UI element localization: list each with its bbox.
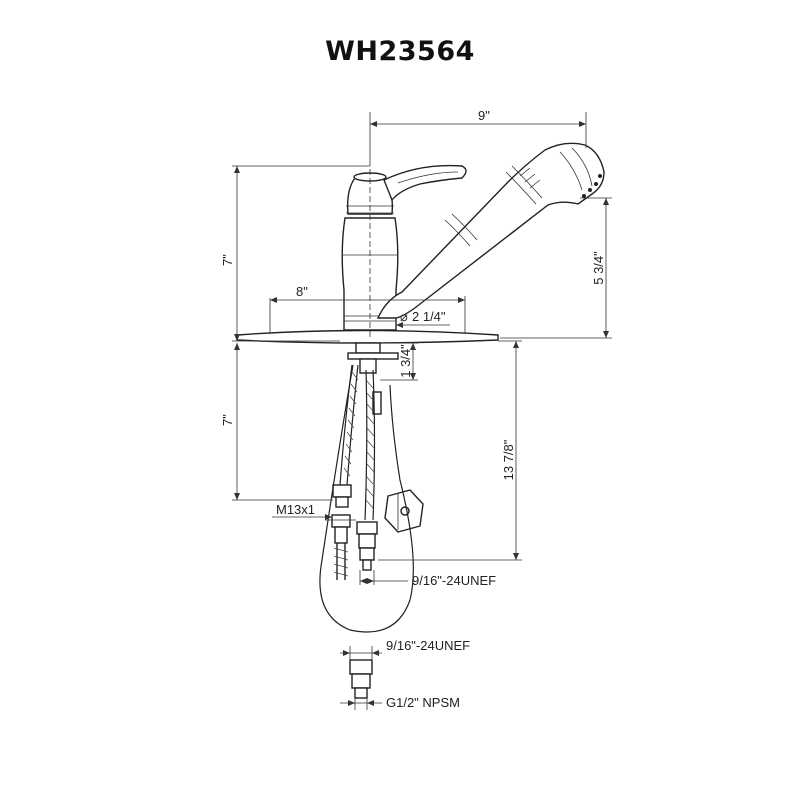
dim-thread-lower: 9/16"-24UNEF (386, 638, 470, 653)
faucet-body (236, 142, 605, 344)
dim-metric-thread: M13x1 (276, 502, 315, 517)
dim-below-deck: 7" (220, 414, 235, 426)
dim-npsm: G1/2" NPSM (386, 695, 460, 710)
dim-shank-length: 1 3/4" (398, 344, 413, 378)
dim-diameter-symbol: ⌀ (400, 309, 408, 324)
dimension-labels: 9" 7" 5 3/4" 8" ⌀ 2 1/4" 1 3/4" 7" 13 7/… (220, 108, 606, 710)
under-deck-assembly (319, 342, 424, 633)
dimension-lines (232, 112, 612, 710)
dim-base-diameter: 2 1/4" (412, 309, 446, 324)
dim-width-spout: 9" (478, 108, 490, 123)
dim-thread-upper: 9/16"-24UNEF (412, 573, 496, 588)
dim-hose-length: 13 7/8" (501, 439, 516, 480)
dim-height-top: 7" (220, 254, 235, 266)
dim-spout-drop: 5 3/4" (591, 251, 606, 285)
dim-reach: 8" (296, 284, 308, 299)
lower-connector (349, 659, 373, 699)
drawing-title: WH23564 (325, 36, 475, 67)
